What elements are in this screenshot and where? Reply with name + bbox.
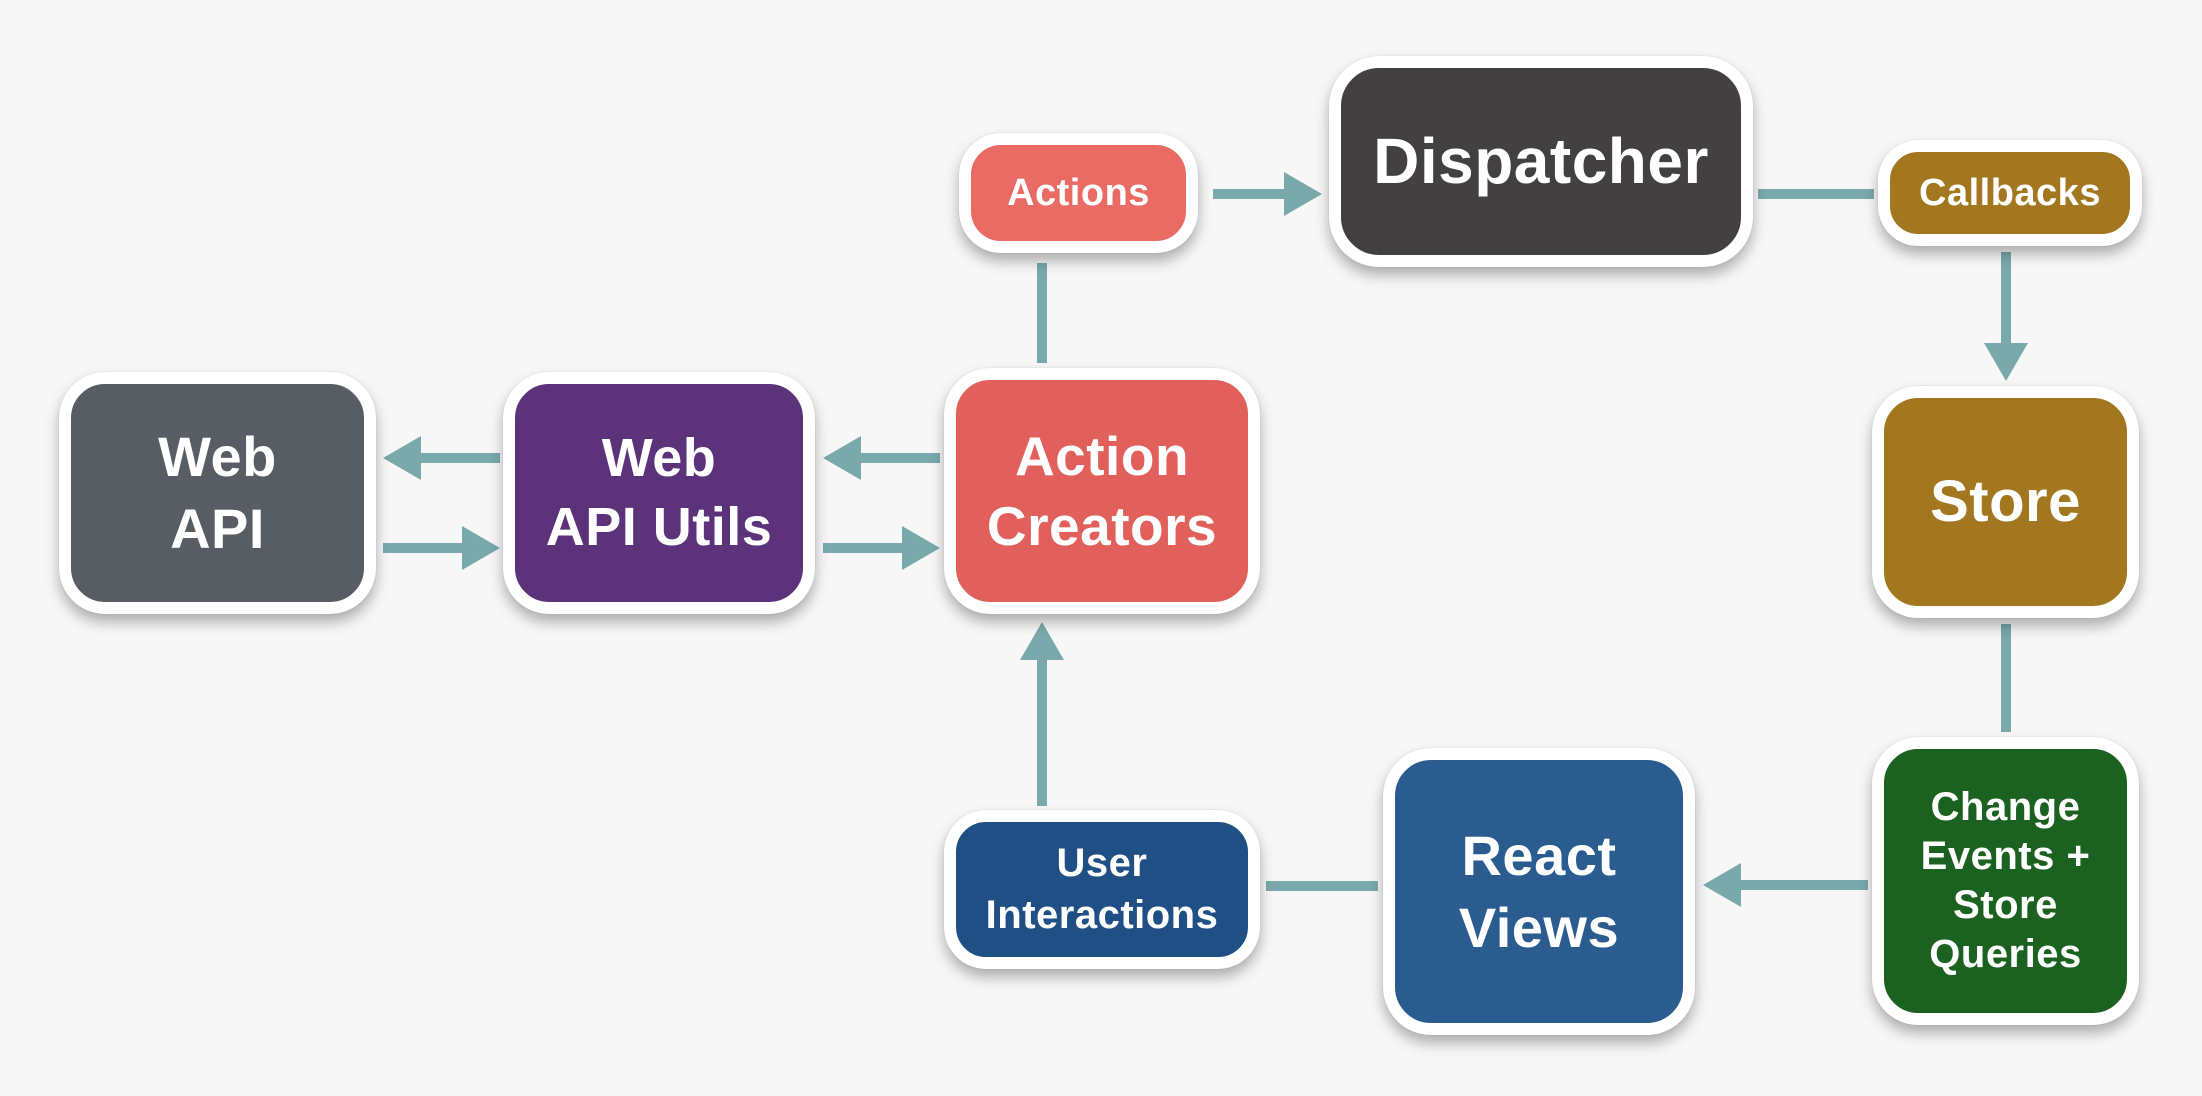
- arrowhead-right-icon: [462, 526, 500, 570]
- node-web-api-utils-label: Web API Utils: [545, 427, 773, 557]
- arrowhead-left-icon: [823, 436, 861, 480]
- node-callbacks-label: Callbacks: [1919, 171, 2101, 214]
- edge-action-creators-to-web-api-utils: [860, 453, 940, 463]
- node-dispatcher: Dispatcher: [1329, 56, 1753, 267]
- node-change-events-label: Change Events + Store Queries: [1920, 785, 2091, 976]
- node-store: Store: [1872, 386, 2139, 618]
- node-react-views: React Views: [1383, 748, 1695, 1035]
- arrowhead-down-icon: [1984, 343, 2028, 381]
- node-actions-label: Actions: [1007, 171, 1150, 214]
- node-web-api: Web API: [59, 372, 376, 614]
- node-web-api-utils: Web API Utils: [503, 372, 815, 614]
- arrowhead-right-icon: [902, 526, 940, 570]
- arrowhead-up-icon: [1020, 622, 1064, 660]
- edge-change-events-to-react-views: [1740, 880, 1868, 890]
- edge-callbacks-to-store: [2001, 252, 2011, 344]
- node-dispatcher-label: Dispatcher: [1373, 124, 1709, 197]
- edge-action-creators-to-actions: [1037, 263, 1047, 363]
- node-web-api-label: Web API: [158, 425, 277, 560]
- node-actions: Actions: [959, 133, 1198, 253]
- node-action-creators-label: Action Creators: [986, 424, 1218, 557]
- edge-web-api-utils-to-web-api: [420, 453, 500, 463]
- node-user-interactions-label: User Interactions: [985, 841, 1219, 937]
- edge-react-views-to-user-interactions: [1266, 881, 1378, 891]
- edge-web-api-to-web-api-utils: [383, 543, 463, 553]
- edge-store-to-change-events: [2001, 624, 2011, 732]
- node-callbacks: Callbacks: [1878, 140, 2142, 246]
- arrowhead-left-icon: [1703, 863, 1741, 907]
- node-action-creators: Action Creators: [944, 368, 1260, 614]
- node-change-events: Change Events + Store Queries: [1872, 737, 2139, 1025]
- edge-web-api-utils-to-action-creators: [823, 543, 903, 553]
- arrowhead-right-icon: [1284, 172, 1322, 216]
- edge-actions-to-dispatcher: [1213, 189, 1285, 199]
- edge-user-interactions-to-action-creators: [1037, 659, 1047, 806]
- node-react-views-label: React Views: [1458, 823, 1620, 959]
- edge-dispatcher-to-callbacks: [1758, 189, 1874, 199]
- node-user-interactions: User Interactions: [944, 810, 1260, 969]
- arrowhead-left-icon: [383, 436, 421, 480]
- node-store-label: Store: [1930, 468, 2081, 534]
